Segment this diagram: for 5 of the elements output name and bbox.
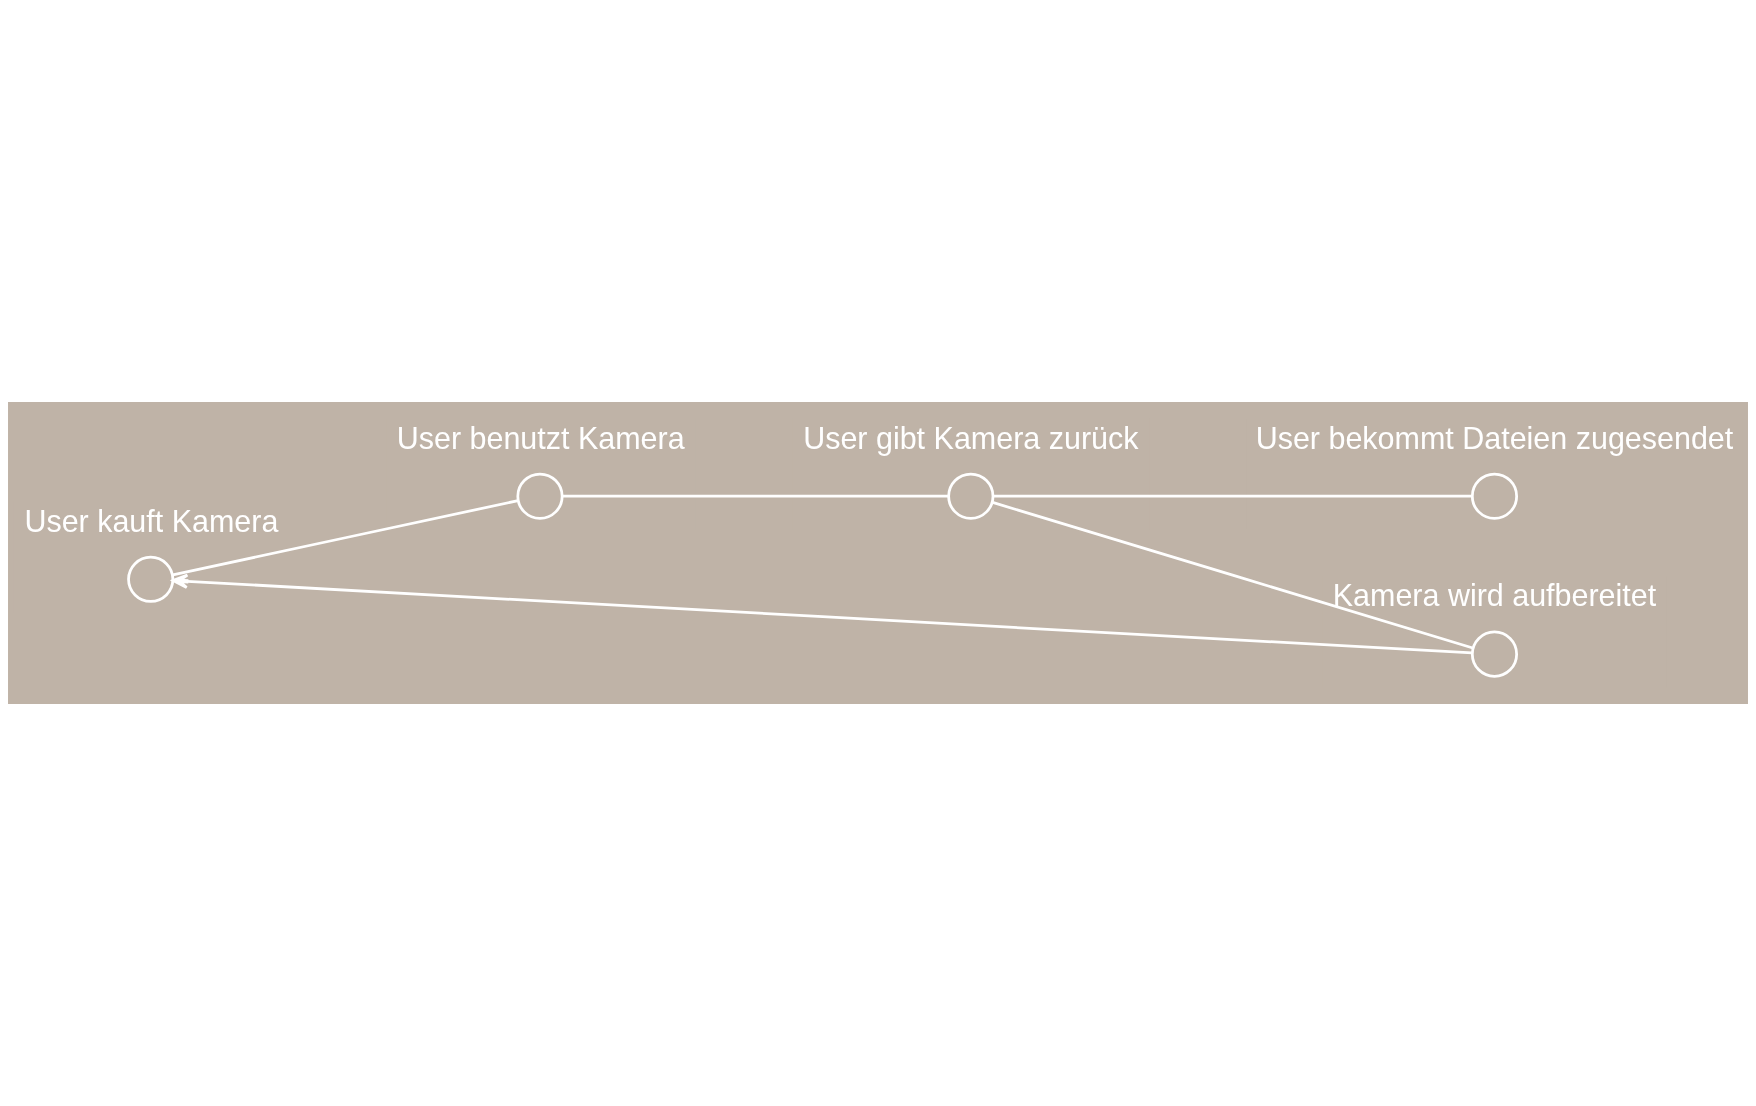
node-label: User benutzt Kamera (396, 420, 685, 455)
node-label: User gibt Kamera zurück (803, 420, 1139, 455)
node-label: Kamera wird aufbereitet (1332, 578, 1657, 613)
node-label: User kauft Kamera (24, 503, 279, 538)
node-label: User bekommt Dateien zugesendet (1255, 420, 1734, 455)
